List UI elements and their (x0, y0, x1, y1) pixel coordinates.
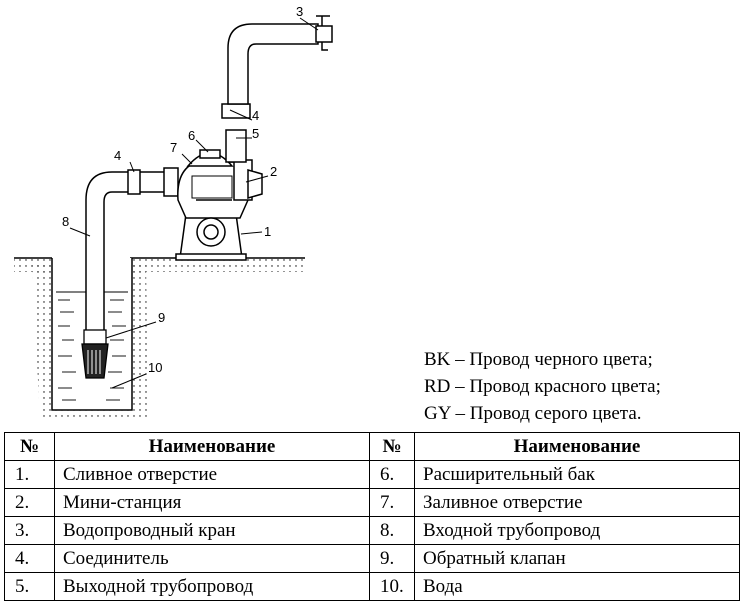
table-row: 4. Соединитель 9. Обратный клапан (4, 544, 740, 573)
legend-bk: BK – Провод черного цвета; (424, 349, 653, 370)
cell-name: Мини-станция (54, 488, 370, 517)
cell-name: Входной трубопровод (414, 516, 740, 545)
legend-gy: GY – Провод серого цвета. (424, 403, 642, 424)
cell-number: 2. (4, 488, 55, 517)
callout-labels: 1 2 3 4 4 5 6 7 8 9 10 (62, 4, 303, 375)
cell-name: Соединитель (54, 544, 370, 573)
callout-3: 3 (296, 4, 303, 19)
header-name-right: Наименование (414, 432, 740, 461)
header-number-left: № (4, 432, 55, 461)
cell-name: Водопроводный кран (54, 516, 370, 545)
wire-color-legend: BK – Провод черного цвета; RD – Провод к… (424, 346, 661, 427)
table-row: 2. Мини-станция 7. Заливное отверстие (4, 488, 740, 517)
cell-number: 5. (4, 572, 55, 601)
header-name-left: Наименование (54, 432, 370, 461)
cell-name: Заливное отверстие (414, 488, 740, 517)
parts-table: № Наименование № Наименование 1. Сливное… (4, 432, 740, 601)
water-tap (315, 15, 333, 51)
cell-number: 8. (369, 516, 415, 545)
callout-4-left: 4 (114, 148, 121, 163)
table-header-row: № Наименование № Наименование (4, 432, 740, 461)
cell-number: 3. (4, 516, 55, 545)
outlet-pipe (221, 23, 319, 163)
table-row: 3. Водопроводный кран 8. Входной трубопр… (4, 516, 740, 545)
callout-1: 1 (264, 224, 271, 239)
callout-4-right: 4 (252, 108, 259, 123)
cell-number: 4. (4, 544, 55, 573)
check-valve (81, 329, 109, 379)
cell-number: 6. (369, 460, 415, 489)
cell-name: Обратный клапан (414, 544, 740, 573)
callout-leaders (69, 17, 319, 389)
cell-number: 10. (369, 572, 415, 601)
pump-installation-diagram: 1 2 3 4 4 5 6 7 8 9 10 (14, 4, 333, 420)
cell-name: Сливное отверстие (54, 460, 370, 489)
pump-station (175, 159, 263, 261)
callout-5: 5 (252, 126, 259, 141)
legend-rd: RD – Провод красного цвета; (424, 376, 661, 397)
cell-name: Выходной трубопровод (54, 572, 370, 601)
callout-9: 9 (158, 310, 165, 325)
table-row: 1. Сливное отверстие 6. Расширительный б… (4, 460, 740, 489)
inlet-pipe (85, 167, 179, 333)
cell-name: Вода (414, 572, 740, 601)
cell-number: 7. (369, 488, 415, 517)
callout-7: 7 (170, 140, 177, 155)
callout-8: 8 (62, 214, 69, 229)
cell-number: 9. (369, 544, 415, 573)
cell-name: Расширительный бак (414, 460, 740, 489)
header-number-right: № (369, 432, 415, 461)
callout-2: 2 (270, 164, 277, 179)
expansion-tank (186, 149, 234, 167)
callout-6: 6 (188, 128, 195, 143)
callout-10: 10 (148, 360, 162, 375)
table-row: 5. Выходной трубопровод 10. Вода (4, 572, 740, 601)
cell-number: 1. (4, 460, 55, 489)
